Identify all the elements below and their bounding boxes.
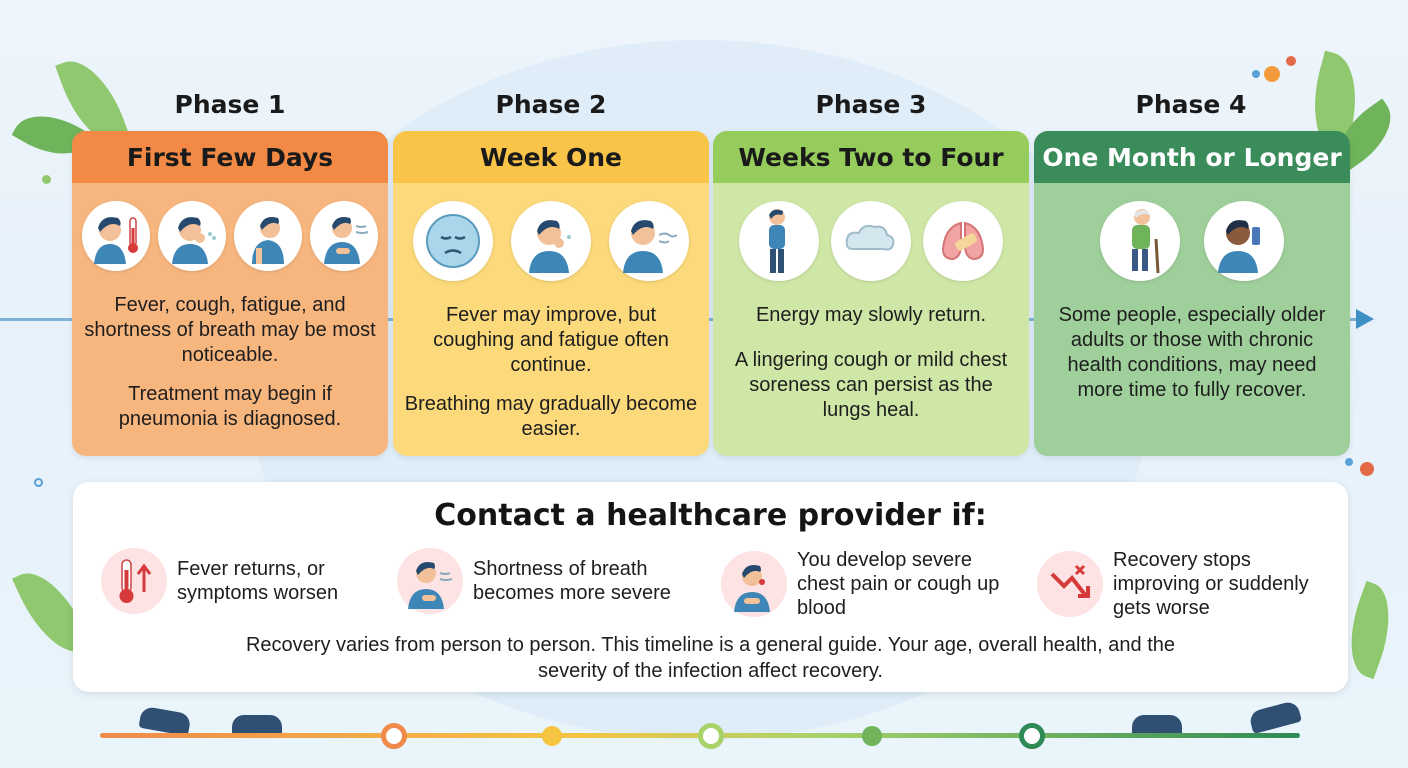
molecule-decoration bbox=[42, 175, 51, 184]
foot-decoration bbox=[1132, 715, 1182, 737]
healing-lungs-icon bbox=[923, 201, 1003, 281]
molecule-decoration bbox=[1252, 70, 1260, 78]
phase-4-card: One Month or Longer Some people, especia… bbox=[1034, 131, 1350, 456]
phase-4-title: One Month or Longer bbox=[1034, 131, 1350, 183]
inhaler-person-icon bbox=[1204, 201, 1284, 281]
trend-down-icon bbox=[1037, 551, 1103, 617]
phase-1-label: Phase 1 bbox=[174, 90, 286, 119]
recovery-note: Recovery varies from person to person. T… bbox=[73, 632, 1348, 684]
phase-3-text-2: A lingering cough or mild chest soreness… bbox=[734, 349, 1008, 421]
recovering-person-icon bbox=[739, 201, 819, 281]
contact-item-worse-text: Recovery stops improving or suddenly get… bbox=[1113, 549, 1309, 619]
phase-2-title: Week One bbox=[393, 131, 709, 183]
contact-item-fever: Fever returns, or symptoms worsen bbox=[101, 548, 367, 614]
phase-3-text-1: Energy may slowly return. bbox=[755, 304, 987, 326]
phase-4-text-1: Some people, especially older adults or … bbox=[1058, 304, 1326, 401]
track-dot bbox=[542, 726, 562, 746]
short-breath-person-icon bbox=[397, 548, 463, 614]
phase-4-label: Phase 4 bbox=[1135, 90, 1247, 119]
foot-decoration bbox=[138, 705, 192, 737]
older-adult-cane-icon bbox=[1100, 201, 1180, 281]
phase-2-text-1: Fever may improve, but coughing and fati… bbox=[433, 304, 669, 376]
contact-item-chest-pain: You develop severe chest pain or cough u… bbox=[721, 548, 1007, 620]
timeline-arrow-icon bbox=[1356, 309, 1374, 329]
molecule-decoration bbox=[34, 478, 43, 487]
phase-1-text-1: Fever, cough, fatigue, and shortness of … bbox=[84, 294, 376, 366]
track-milestone-3 bbox=[1019, 723, 1045, 749]
phase-1-title: First Few Days bbox=[72, 131, 388, 183]
phase-2-text-2: Breathing may gradually become easier. bbox=[404, 393, 698, 440]
molecule-decoration bbox=[1360, 462, 1374, 476]
contact-panel: Contact a healthcare provider if: Fever … bbox=[73, 482, 1348, 692]
fatigued-person-icon bbox=[234, 201, 302, 271]
recovery-note-text: Recovery varies from person to person. T… bbox=[245, 634, 1176, 682]
cough-cloud-icon bbox=[831, 201, 911, 281]
contact-item-worse: Recovery stops improving or suddenly get… bbox=[1037, 548, 1333, 620]
contact-item-breath: Shortness of breath becomes more severe bbox=[397, 548, 703, 614]
contact-item-fever-text: Fever returns, or symptoms worsen bbox=[177, 558, 339, 604]
contact-item-chest-pain-text: You develop severe chest pain or cough u… bbox=[797, 549, 1000, 619]
track-milestone-2 bbox=[698, 723, 724, 749]
thermometer-up-icon bbox=[101, 548, 167, 614]
contact-title: Contact a healthcare provider if: bbox=[434, 498, 987, 533]
phase-3-title: Weeks Two to Four bbox=[713, 131, 1029, 183]
phase-2-card: Week One Fever may improve, but coughing… bbox=[393, 131, 709, 456]
molecule-decoration bbox=[1286, 56, 1296, 66]
tired-face-icon bbox=[413, 201, 493, 281]
contact-item-breath-text: Shortness of breath becomes more severe bbox=[473, 558, 671, 604]
phase-1-text-2: Treatment may begin if pneumonia is diag… bbox=[118, 383, 342, 430]
coughing-person-icon bbox=[511, 201, 591, 281]
phase-2-label: Phase 2 bbox=[495, 90, 607, 119]
track-dot bbox=[862, 726, 882, 746]
molecule-decoration bbox=[1345, 458, 1353, 466]
coughing-person-icon bbox=[158, 201, 226, 271]
fever-thermometer-icon bbox=[82, 201, 150, 271]
phase-1-card: First Few Days Fever, cough, fatigue, an… bbox=[72, 131, 388, 456]
chest-pain-person-icon bbox=[721, 551, 787, 617]
phase-3-label: Phase 3 bbox=[815, 90, 927, 119]
foot-decoration bbox=[232, 715, 282, 737]
track-milestone-1 bbox=[381, 723, 407, 749]
phase-3-card: Weeks Two to Four Energy may slowly retu… bbox=[713, 131, 1029, 456]
foot-decoration bbox=[1248, 699, 1302, 735]
molecule-decoration bbox=[1264, 66, 1280, 82]
short-breath-person-icon bbox=[310, 201, 378, 271]
breathing-person-icon bbox=[609, 201, 689, 281]
